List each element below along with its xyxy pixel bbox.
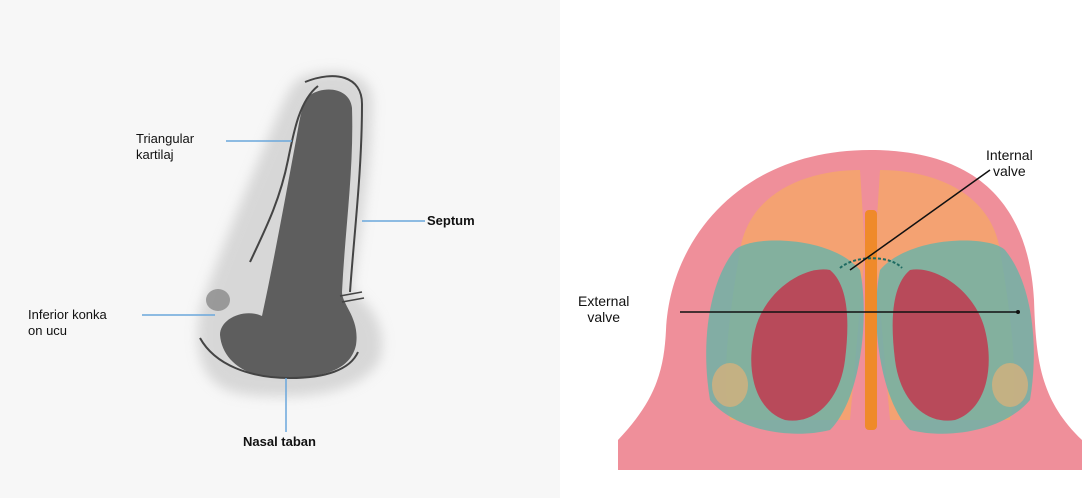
label-internal-line2: valve <box>986 163 1033 179</box>
label-external-line1: External <box>578 293 629 309</box>
label-septum: Septum <box>427 213 475 229</box>
label-inferior-turbinate: Inferior konka on ucu <box>28 307 107 339</box>
external-valve-endpoint <box>1016 310 1020 314</box>
label-triangular-line2: kartilaj <box>136 147 194 163</box>
label-nasal-floor: Nasal taban <box>243 434 316 450</box>
alar-nodule-right <box>992 363 1028 407</box>
label-inferior-line1: Inferior konka <box>28 307 107 323</box>
sagittal-nose-diagram: Triangular kartilaj Septum Inferior konk… <box>0 0 560 498</box>
label-internal-valve: Internal valve <box>986 147 1033 179</box>
label-external-valve: External valve <box>578 293 629 325</box>
septum <box>865 210 877 430</box>
nasal-valve-illustration <box>560 0 1085 498</box>
label-external-line2: valve <box>578 309 629 325</box>
alar-nodule-left <box>712 363 748 407</box>
inferior-turbinate-tip <box>206 289 230 311</box>
label-inferior-line2: on ucu <box>28 323 107 339</box>
label-internal-line1: Internal <box>986 147 1033 163</box>
label-triangular-cartilage: Triangular kartilaj <box>136 131 194 163</box>
nasal-valve-diagram: Internal valve External valve <box>560 0 1085 498</box>
sagittal-nose-illustration <box>0 0 560 498</box>
label-triangular-line1: Triangular <box>136 131 194 147</box>
